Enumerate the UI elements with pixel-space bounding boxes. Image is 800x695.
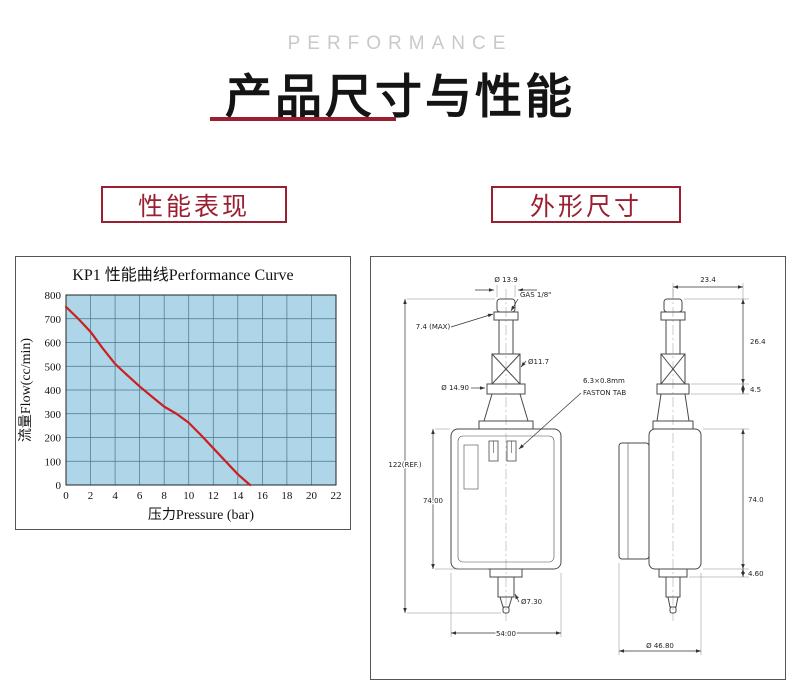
eyebrow-performance: PERFORMANCE	[287, 33, 513, 54]
svg-text:500: 500	[45, 361, 62, 373]
dim-label-4-5: 4.5	[750, 386, 761, 394]
center-lines	[505, 289, 674, 621]
dim-label-dia-13-9: Ø 13.9	[494, 276, 517, 284]
svg-text:0: 0	[56, 480, 62, 492]
svg-text:400: 400	[45, 385, 62, 397]
dim-label-7-4-max: 7.4 (MAX)	[416, 323, 451, 331]
performance-curve-chart: 0 2 4 6 8 10 12 14 16 18 20 22 0 100 200 300 400 500 600 70…	[18, 290, 342, 523]
dim-label-gas-thread: GAS 1/8"	[520, 291, 551, 299]
dim-label-dia-7-30: Ø7.30	[521, 598, 542, 606]
chart-title: KP1 性能曲线Performance Curve	[72, 267, 294, 284]
svg-text:22: 22	[331, 490, 342, 502]
technical-drawing: Ø 13.9 GAS 1/8" 7.4 (MAX) Ø11.7 Ø 14.90 …	[387, 275, 767, 655]
dimension-drawing-panel: Ø 13.9 GAS 1/8" 7.4 (MAX) Ø11.7 Ø 14.90 …	[370, 256, 786, 680]
svg-text:压力Pressure (bar): 压力Pressure (bar)	[148, 507, 254, 523]
svg-text:20: 20	[306, 490, 318, 502]
svg-text:0: 0	[63, 490, 69, 502]
svg-text:2: 2	[88, 490, 94, 502]
dim-label-dia-14-90: Ø 14.90	[441, 384, 469, 392]
svg-text:12: 12	[208, 490, 219, 502]
dim-label-dia-46-80: Ø 46.80	[646, 642, 674, 650]
dim-label-74-side: 74.0	[748, 496, 764, 504]
page-title: 产品尺寸与性能	[225, 70, 575, 123]
section-label-performance: 性能表现	[101, 186, 287, 223]
svg-text:流量Flow(cc/min): 流量Flow(cc/min)	[18, 338, 34, 443]
svg-text:18: 18	[281, 490, 293, 502]
svg-text:800: 800	[45, 290, 62, 302]
title-underline	[210, 117, 396, 121]
svg-text:100: 100	[45, 456, 62, 468]
dim-label-26-4: 26.4	[750, 338, 766, 346]
svg-text:300: 300	[45, 409, 62, 421]
svg-text:8: 8	[161, 490, 167, 502]
svg-text:600: 600	[45, 338, 62, 350]
dim-label-faston-tab: FASTON TAB	[583, 389, 626, 397]
pump-front-view	[450, 298, 562, 614]
svg-text:14: 14	[232, 490, 244, 502]
dim-label-122-ref: 122(REF.)	[388, 461, 422, 469]
dim-label-dia-11-7: Ø11.7	[528, 358, 549, 366]
dim-label-54: 54.00	[496, 630, 516, 638]
dimension-lines	[403, 285, 745, 653]
pump-side-view	[618, 298, 702, 614]
svg-text:10: 10	[183, 490, 195, 502]
dim-label-4-60: 4.60	[748, 570, 764, 578]
svg-text:4: 4	[112, 490, 118, 502]
dimension-labels: Ø 13.9 GAS 1/8" 7.4 (MAX) Ø11.7 Ø 14.90 …	[387, 275, 767, 652]
svg-text:16: 16	[257, 490, 269, 502]
performance-chart-panel: KP1 性能曲线Performance Curve 0 2 4 6 8 10 12 14 16 1…	[15, 256, 351, 530]
dim-label-faston-size: 6.3×0.8mm	[583, 377, 625, 385]
dim-label-23-4: 23.4	[700, 276, 716, 284]
section-label-dimensions: 外形尺寸	[491, 186, 681, 223]
dim-label-74-front: 74.00	[423, 497, 443, 505]
svg-text:6: 6	[137, 490, 143, 502]
svg-text:200: 200	[45, 433, 62, 445]
svg-text:700: 700	[45, 314, 62, 326]
